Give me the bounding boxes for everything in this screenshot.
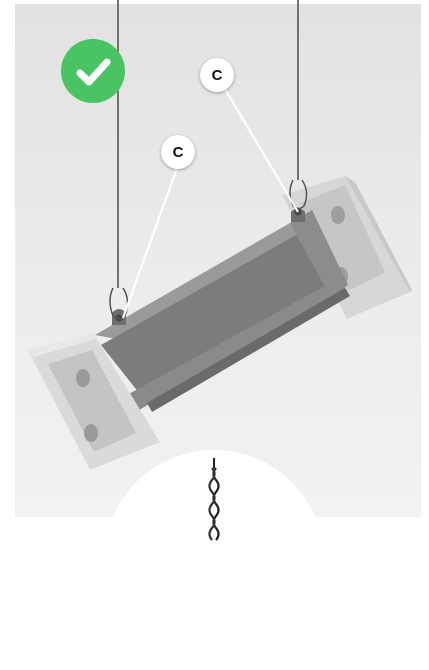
check-icon (76, 58, 111, 86)
steel-beam (95, 210, 350, 413)
left-end-plate (28, 333, 160, 470)
callout-c-left: C (161, 135, 195, 169)
callout-leader-left (121, 167, 179, 319)
callout-leader-right (224, 88, 299, 213)
callout-label: C (211, 66, 223, 84)
detail-inset-circle (104, 450, 324, 670)
callout-label: C (172, 143, 184, 161)
callout-c-right: C (200, 58, 234, 92)
twisted-wire-detail (208, 458, 220, 541)
success-check-badge (61, 39, 125, 103)
lifting-illustration (28, 0, 412, 470)
left-lifting-lug (109, 287, 129, 325)
